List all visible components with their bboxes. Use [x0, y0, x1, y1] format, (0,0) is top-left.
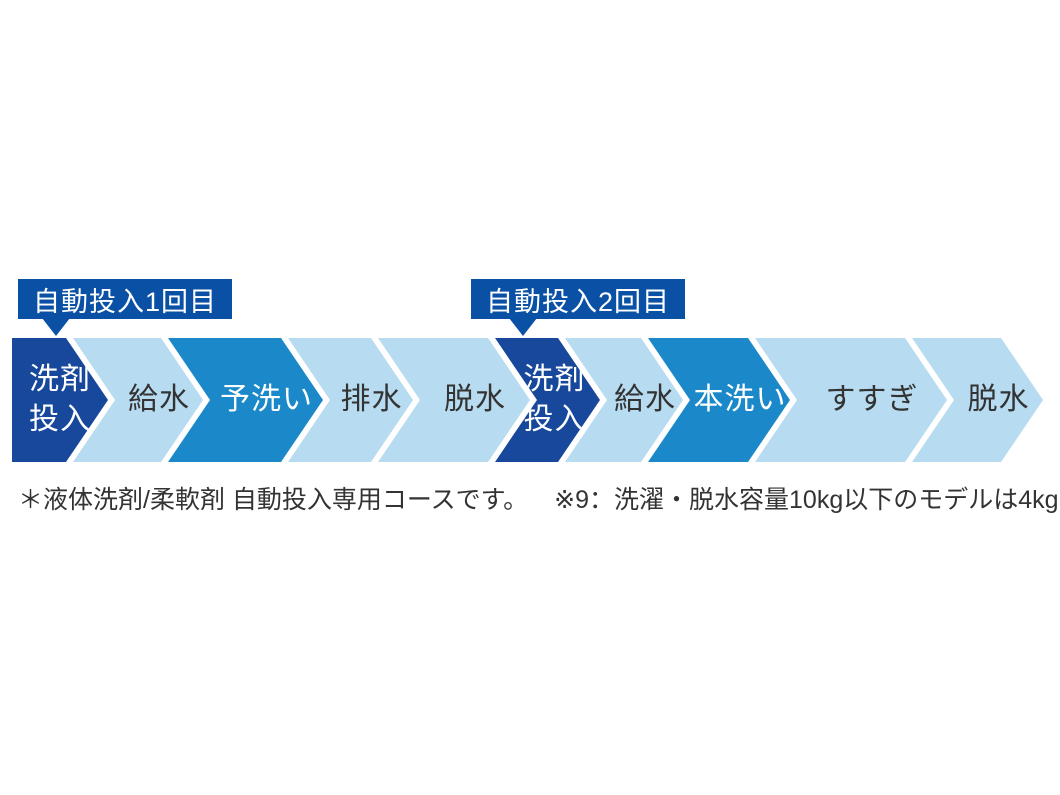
step-label: 脱水	[444, 383, 506, 417]
step-label: 給水	[614, 383, 676, 417]
footnote-capacity: ※9：洗濯・脱水容量10kg以下のモデルは4kgまで。	[554, 486, 1060, 514]
callout-auto-dosing-1: 自動投入1回目	[18, 279, 233, 336]
step-label: すすぎ	[825, 383, 919, 417]
step-label: 排水	[340, 383, 403, 417]
step-label: 予洗い	[220, 383, 313, 417]
callout-pointer-down-icon	[509, 318, 537, 336]
step-label: 給水	[128, 383, 190, 417]
step-label: 脱水	[967, 383, 1030, 417]
step-label: 本洗い	[693, 383, 787, 417]
callout-pointer-down-icon	[42, 318, 70, 336]
step-label: 洗剤投入	[523, 363, 586, 436]
process-row: 洗剤投入給水予洗い排水脱水洗剤投入給水本洗いすすぎ脱水	[12, 338, 1043, 462]
footnotes: ＊液体洗剤/柔軟剤 自動投入専用コースです。 ※9：洗濯・脱水容量10kg以下の…	[18, 480, 1060, 516]
callout-auto-dosing-2: 自動投入2回目	[471, 279, 686, 336]
footnote-course: ＊液体洗剤/柔軟剤 自動投入専用コースです。	[18, 486, 529, 514]
callout-label: 自動投入2回目	[486, 286, 671, 317]
callout-label: 自動投入1回目	[33, 286, 218, 317]
step-label: 洗剤投入	[29, 363, 91, 436]
